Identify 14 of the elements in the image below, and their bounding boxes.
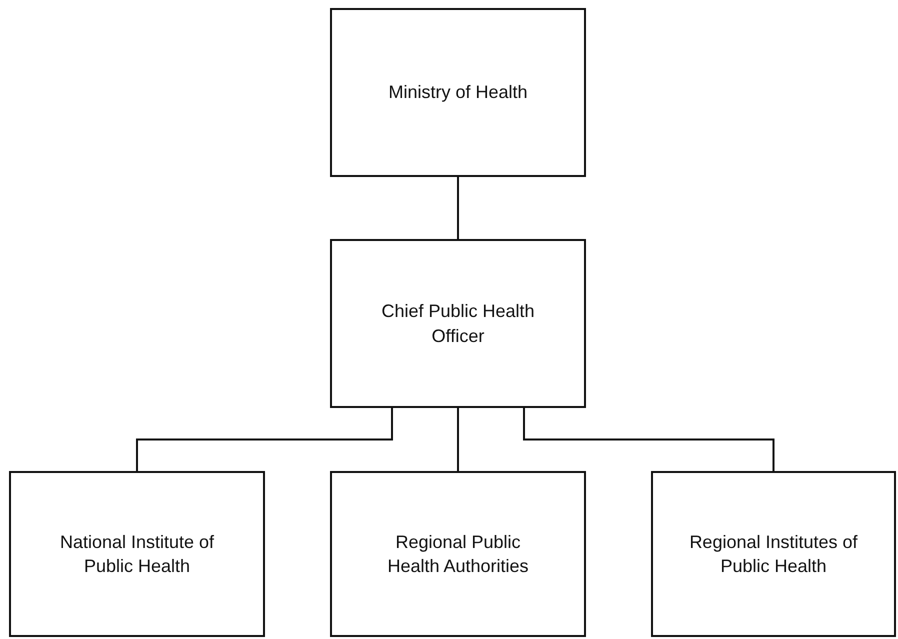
connector-line bbox=[523, 408, 774, 471]
org-box bbox=[9, 471, 265, 637]
org-box bbox=[330, 8, 586, 177]
box-label: Ministry of Health bbox=[387, 81, 529, 104]
connector-line bbox=[457, 408, 459, 471]
connector-line bbox=[457, 177, 459, 239]
org-box bbox=[330, 471, 586, 637]
box-label: Regional Institutes of Public Health bbox=[688, 530, 859, 578]
box-label: Chief Public Health Officer bbox=[380, 300, 536, 348]
connector-line bbox=[136, 408, 393, 471]
org-box bbox=[330, 239, 586, 408]
box-label: Regional Public Health Authorities bbox=[386, 530, 530, 578]
box-label: National Institute of Public Health bbox=[58, 530, 216, 578]
org-box bbox=[651, 471, 896, 637]
